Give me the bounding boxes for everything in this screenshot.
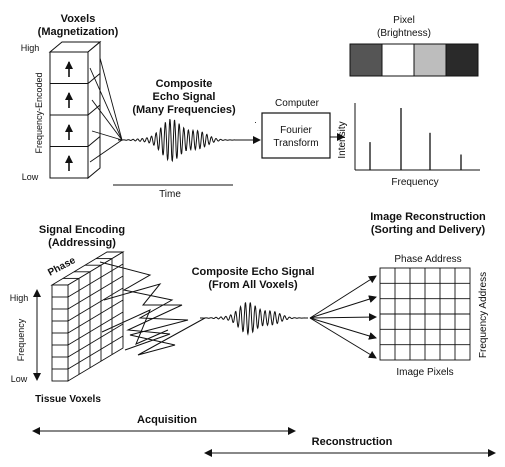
voxel-stack [48,40,102,180]
voxel-axis-high: High [21,43,40,53]
pixel-subtitle: (Brightness) [377,28,431,39]
bottom-echo-subtitle: (From All Voxels) [208,279,298,291]
spectrum-peaks [369,108,462,170]
tissue-axis-label: Frequency [16,318,26,361]
reconstruction-label: Reconstruction [312,436,393,448]
time-label: Time [159,189,181,200]
tissue-grid-line [67,335,124,370]
voxels-title: Voxels [61,13,96,25]
fan-out-arrows [309,275,377,359]
bottom-section: Signal Encoding (Addressing) Phase High … [10,211,489,405]
pixel-brightness-strip [349,43,479,77]
image-pixels-label: Image Pixels [396,367,453,378]
computer-label: Computer [275,98,320,109]
echo-title-1: Composite [156,78,213,90]
recon-subtitle: (Sorting and Delivery) [371,224,486,236]
tissue-grid-line [67,299,124,334]
fourier-line-1: Fourier [280,125,312,136]
tissue-grid-line [67,263,124,298]
pixel-swatch [445,43,479,77]
frequency-address-label: Frequency Address [478,272,489,358]
dot-mark: · [254,117,257,127]
tissue-voxel-grid [50,251,125,382]
composite-echo-waveform [118,118,238,163]
recon-title: Image Reconstruction [370,211,486,223]
pixel-swatch [381,43,415,77]
frequency-label: Frequency [391,177,438,188]
tissue-grid-line [67,275,124,310]
encoding-subtitle: (Addressing) [48,237,116,249]
voxel-axis-low: Low [22,172,39,182]
echo-title-2: Echo Signal [153,91,216,103]
tissue-grid-line [67,323,124,358]
encoding-title: Signal Encoding [39,224,125,236]
pixel-swatch [349,43,383,77]
echo-title-3: (Many Frequencies) [132,104,236,116]
tissue-grid-line [67,311,124,346]
voxel-axis-label: Frequency-Encoded [34,72,44,153]
bottom-echo-waveform [200,301,308,336]
fourier-line-2: Transform [273,138,318,149]
top-section: Voxels (Magnetization) High Low Frequenc… [21,13,480,200]
timeline: Acquisition Reconstruction [32,414,496,457]
tissue-axis-high: High [10,293,29,303]
encoding-spin-lines [99,261,206,356]
image-pixel-grid [379,267,471,361]
acquisition-label: Acquisition [137,414,197,426]
tissue-axis-low: Low [11,374,28,384]
intensity-label: Intensity [337,121,348,158]
fourier-transform-box [261,112,331,159]
pixel-title: Pixel [393,15,415,26]
voxel-convergence-lines [89,57,123,163]
voxels-subtitle: (Magnetization) [38,26,119,38]
tissue-voxels-label: Tissue Voxels [35,394,101,405]
phase-address-label: Phase Address [394,254,461,265]
bottom-echo-title: Composite Echo Signal [192,266,315,278]
pixel-swatch [413,43,447,77]
tissue-grid-line [67,287,124,322]
